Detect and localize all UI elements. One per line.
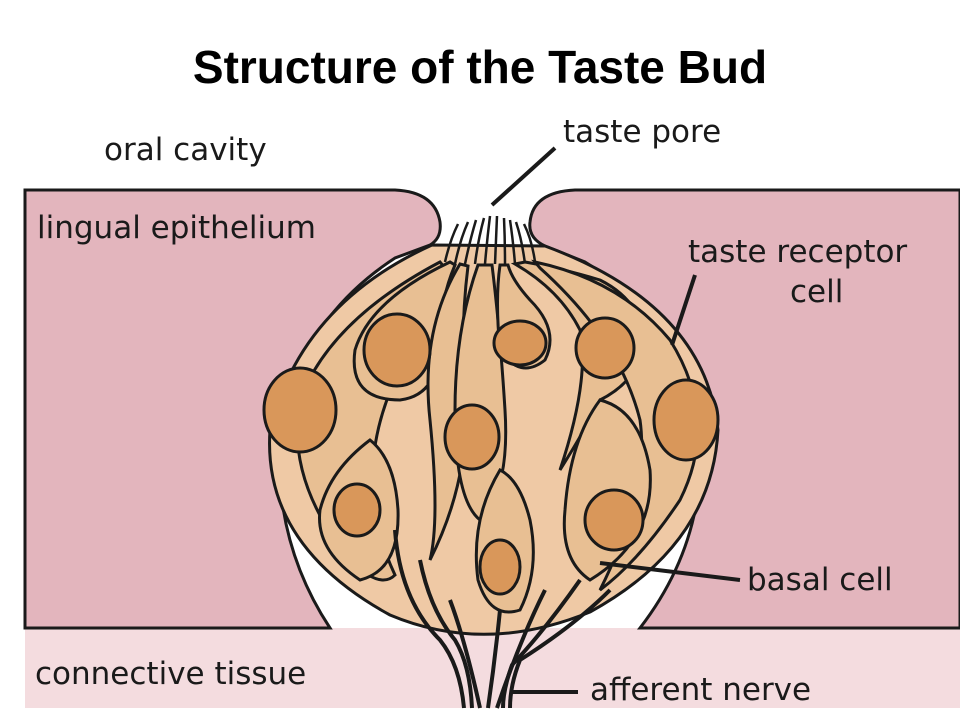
taste-receptor-leader	[670, 274, 697, 346]
nucleus	[652, 378, 720, 462]
label-taste-receptor-cell-line1: taste receptor	[688, 234, 907, 270]
label-taste-pore: taste pore	[563, 114, 721, 150]
nucleus	[332, 482, 382, 538]
nucleus	[574, 316, 636, 380]
taste-pore-leader	[490, 146, 557, 207]
microvilli	[443, 215, 537, 265]
nucleus	[478, 538, 522, 596]
nucleus	[583, 488, 645, 552]
nucleus	[492, 319, 548, 367]
afferent-nerve-fibers	[393, 529, 612, 709]
label-connective-tissue: connective tissue	[35, 656, 306, 692]
label-lingual-epithelium: lingual epithelium	[37, 210, 316, 246]
basal-cell-leader	[599, 561, 741, 582]
nucleus	[262, 366, 338, 454]
label-afferent-nerve: afferent nerve	[590, 672, 811, 708]
cell-outer-right	[531, 259, 700, 592]
nuclei	[262, 312, 720, 596]
nucleus	[443, 403, 501, 471]
label-taste-receptor-cell-line2: cell	[790, 274, 843, 310]
label-basal-cell: basal cell	[747, 562, 893, 598]
label-oral-cavity: oral cavity	[104, 132, 267, 168]
nucleus	[362, 312, 432, 388]
diagram-title: Structure of the Taste Bud	[192, 41, 768, 93]
